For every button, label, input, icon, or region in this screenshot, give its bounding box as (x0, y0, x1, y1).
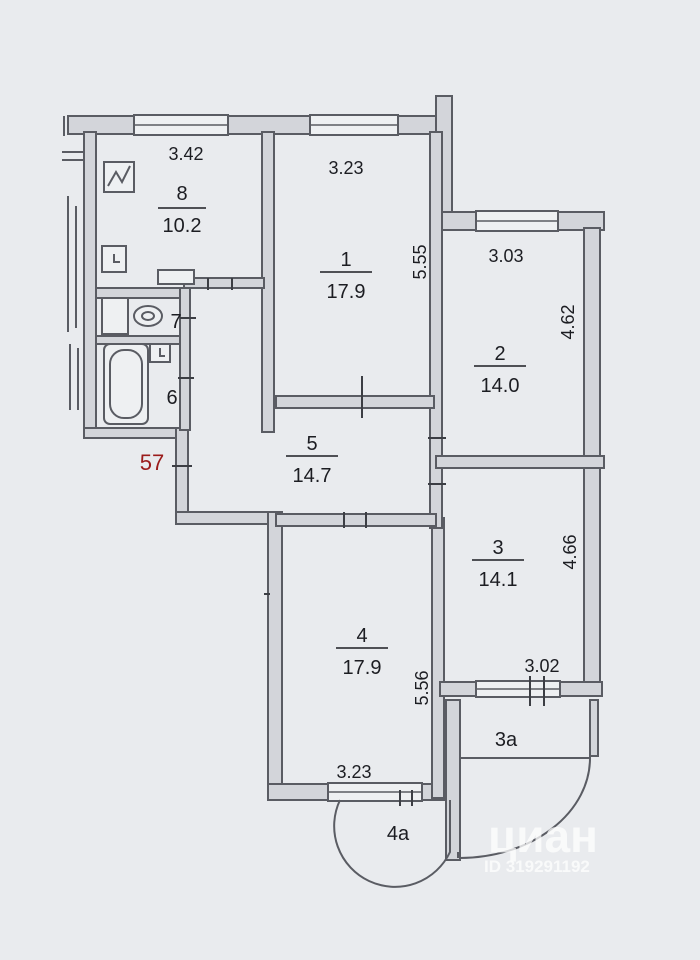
balcony-4a-label: 4a (387, 823, 410, 845)
balconies (333, 757, 592, 888)
room-4-number: 4 (356, 625, 367, 647)
watermark-brand: циан (488, 810, 598, 862)
watermark-id: ID 319291192 (484, 857, 590, 876)
sink-icon (101, 245, 127, 273)
room-7-number: 7 (170, 311, 181, 333)
wall-room4-left (267, 511, 283, 793)
watermark: циан ID 319291192 (484, 810, 598, 876)
room-5-number: 5 (306, 433, 317, 455)
dim-room3-width: 3.02 (524, 656, 559, 676)
dim-room1-width: 3.23 (328, 158, 363, 178)
counter-icon (157, 269, 195, 285)
wall-room1-bottom (275, 395, 435, 409)
dim-room3-length: 4.66 (560, 534, 580, 569)
wall-balcony-3a-right (589, 699, 599, 757)
wall-wc-top (95, 287, 189, 299)
sink-icon-tap (113, 254, 120, 263)
stove-icon-mark (107, 165, 131, 187)
room-5-area: 14.7 (293, 465, 332, 487)
balcony-4a-outline (333, 799, 451, 888)
wall-kitchen-bottom (183, 277, 265, 289)
windows (133, 114, 561, 802)
wall-left (83, 131, 97, 431)
dim-room4-length: 5.56 (412, 670, 432, 705)
fixtures (101, 161, 195, 425)
wall-entrance-top (83, 427, 187, 439)
wall-room2-room3 (435, 455, 605, 469)
wall-balcony-3a (445, 699, 461, 861)
doors (172, 278, 545, 806)
room-3-area: 14.1 (479, 569, 518, 591)
room-1-number: 1 (340, 249, 351, 271)
wall-hall-bottom (175, 511, 279, 525)
dim-room1-length: 5.55 (410, 244, 430, 279)
dim-room2-width: 3.03 (488, 246, 523, 266)
room-4-area: 17.9 (343, 657, 382, 679)
dimension-labels: 3.42 3.23 5.55 3.03 4.62 4.66 3.02 5.56 … (168, 144, 580, 782)
room-1-area: 17.9 (327, 281, 366, 303)
apartment-number: 57 (140, 450, 164, 475)
dim-kitchen-width: 3.42 (168, 144, 203, 164)
room-6-number: 6 (166, 387, 177, 409)
room-8-area: 10.2 (163, 215, 202, 237)
room-2-area: 14.0 (481, 375, 520, 397)
room-labels: 8 10.2 1 17.9 2 14.0 5 14.7 3 14.1 4 17.… (140, 183, 526, 845)
wall-wc-bath (95, 335, 189, 345)
dim-room4-width: 3.23 (336, 762, 371, 782)
wall-entrance-side (175, 427, 189, 521)
balcony-3a-label: 3a (495, 729, 518, 751)
bathtub-inner-icon (109, 349, 143, 419)
wall-room4-room3 (431, 517, 445, 799)
toilet-bowl-icon (141, 311, 155, 321)
balcony-3a-outline (459, 757, 592, 859)
washbasin-tap-icon (159, 348, 165, 357)
dim-room2-length: 4.62 (558, 304, 578, 339)
outer-stubs (62, 116, 84, 410)
walls (67, 95, 605, 861)
wall-bath-right (179, 287, 191, 431)
room-8-number: 8 (176, 183, 187, 205)
room-3-number: 3 (492, 537, 503, 559)
room-2-number: 2 (494, 343, 505, 365)
wall-hall-room4 (275, 513, 437, 527)
wall-room1-room2 (429, 131, 443, 529)
cistern-icon (101, 297, 129, 335)
